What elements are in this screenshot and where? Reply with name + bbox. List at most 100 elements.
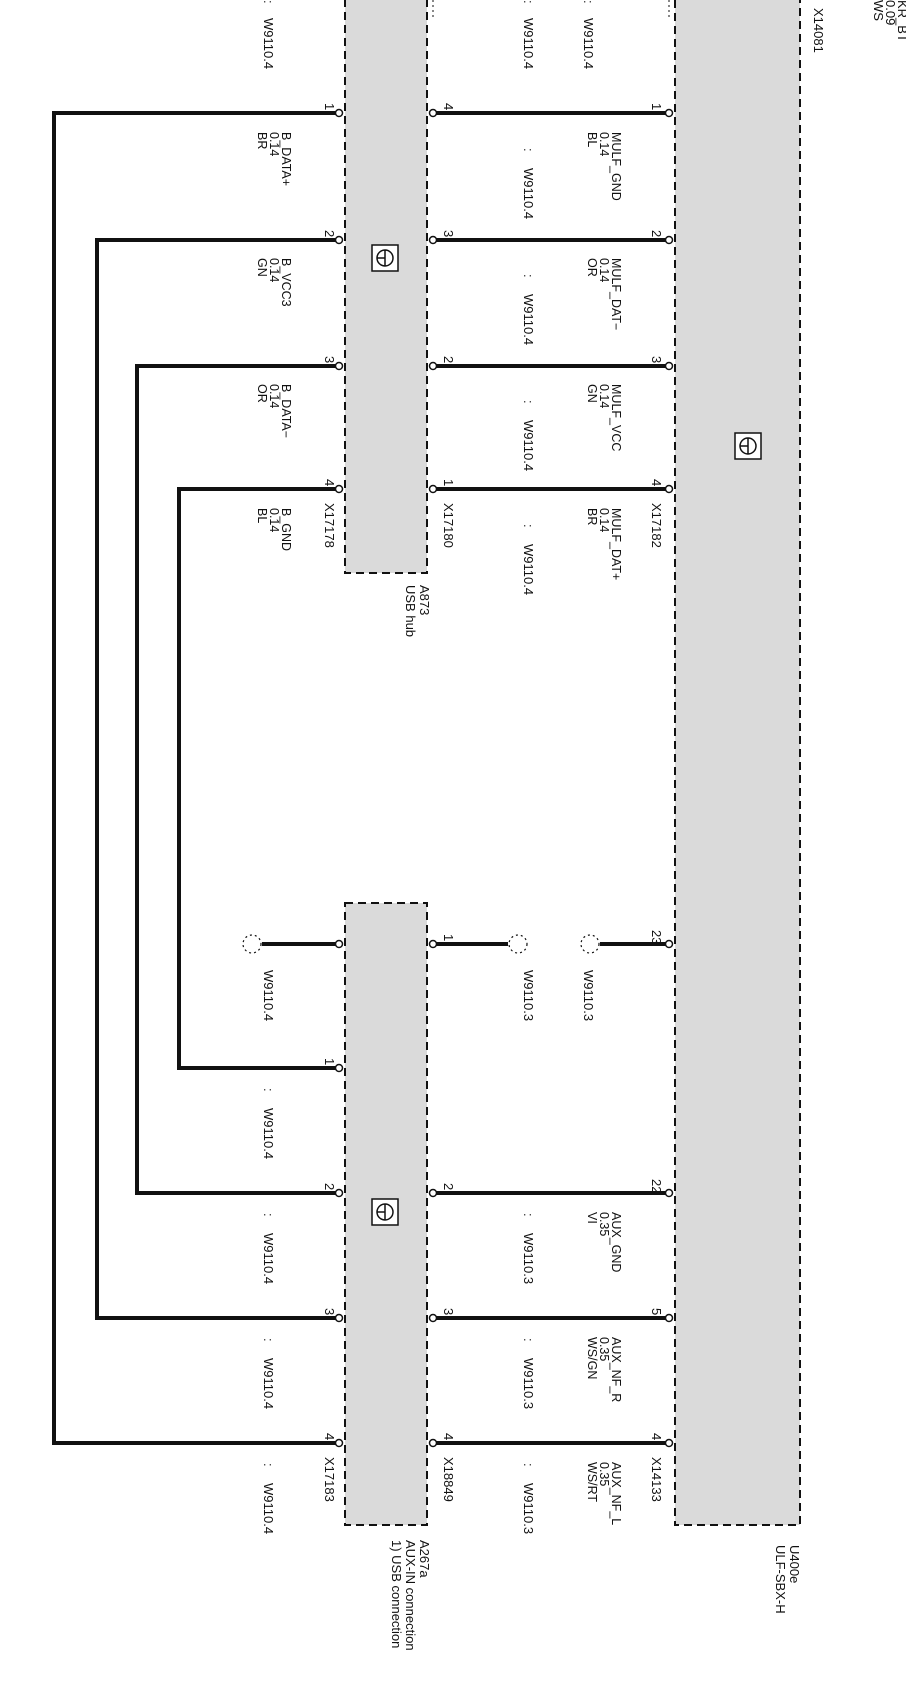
- harness-id: W9110.4: [261, 1108, 276, 1159]
- pin-number: 4: [649, 479, 664, 486]
- pin-number: 4: [649, 1433, 664, 1440]
- wire-name: B_GND: [279, 508, 293, 551]
- connector-x17178: X17178: [322, 503, 337, 548]
- harness-sep: :: [521, 0, 536, 4]
- device-id-a873: A873: [417, 585, 432, 615]
- pin-number: 22: [649, 1179, 664, 1193]
- harness-id: W9110.4: [261, 18, 276, 69]
- harness-sep: :: [521, 1463, 536, 1467]
- wire-color: BR: [255, 132, 269, 149]
- harness-id: W9110.4: [581, 18, 596, 69]
- device-id-u400e: U400e: [787, 1545, 802, 1583]
- harness-id: W9110.4: [261, 970, 276, 1021]
- wire-color: BR: [585, 508, 599, 525]
- aux-wire-labels: AUX_GND 0.35 VI AUX_NF_R 0.35 WS/GN AUX_…: [585, 1212, 623, 1525]
- pin-number: 3: [441, 1308, 456, 1315]
- a873-box[interactable]: [344, 0, 428, 574]
- pin-number: 1: [322, 1058, 337, 1065]
- harness-sep: :: [521, 400, 536, 404]
- device-name-a873: USB hub: [403, 585, 418, 637]
- wire-size: 0.14: [267, 132, 281, 156]
- harness-id: W9110.3: [521, 1358, 536, 1409]
- wire-b-data-minus[interactable]: [135, 364, 339, 1195]
- harness-id: W9110.4: [261, 1358, 276, 1409]
- pin-number: 2: [441, 1183, 456, 1190]
- harness-id: W9110.4: [521, 420, 536, 471]
- connector-x14133: X14133: [649, 1457, 664, 1502]
- wire-name: B_DATA−: [279, 384, 293, 438]
- fragment-line: WS: [871, 0, 886, 21]
- harness-sep: :: [261, 1213, 276, 1217]
- harness-id: W9110.3: [521, 970, 536, 1021]
- harness-labels: W9110.4 : W9110.4 : W9110.4 : W9110.4 : …: [261, 0, 596, 1534]
- wire-size: 0.14: [597, 508, 611, 532]
- wire-b-vcc3[interactable]: [95, 238, 339, 1320]
- harness-sep: :: [261, 1088, 276, 1092]
- wire-name: MULF_VCC: [609, 384, 623, 451]
- pin-number: 2: [649, 230, 664, 237]
- connector-x14081: X14081: [811, 8, 826, 53]
- fragment-line: KR_BT: [895, 0, 906, 42]
- pin-number: 3: [441, 230, 456, 237]
- connector-x17182: X17182: [649, 503, 664, 548]
- connector-x18849: X18849: [441, 1457, 456, 1502]
- pin-number: 2: [441, 356, 456, 363]
- wire-size: 0.35: [597, 1337, 611, 1361]
- wire-name: MULF_DAT+: [609, 508, 623, 580]
- wire-color: VI: [585, 1212, 599, 1224]
- wire-b-data-plus[interactable]: [52, 111, 339, 1445]
- aux-wires: [262, 942, 669, 1445]
- harness-id: W9110.4: [521, 544, 536, 595]
- wire-name: MULF_GND: [609, 132, 623, 201]
- u400e-box[interactable]: [674, 0, 801, 1526]
- top-fragment: KR_BT 0.09 WS: [871, 0, 906, 42]
- harness-id: W9110.4: [521, 18, 536, 69]
- wire-color: GN: [255, 258, 269, 277]
- wire-name: B_VCC3: [279, 258, 293, 307]
- open-end-marker: [508, 934, 528, 954]
- harness-sep: :: [261, 1338, 276, 1342]
- pin-number: 4: [441, 103, 456, 110]
- wire-size: 0.14: [267, 258, 281, 282]
- wire-size: 0.14: [267, 384, 281, 408]
- harness-id: W9110.4: [261, 1233, 276, 1284]
- wire-color: BL: [255, 508, 269, 523]
- wire-name: AUX_GND: [609, 1212, 623, 1272]
- pin-number: 1: [322, 103, 337, 110]
- wire-color: BL: [585, 132, 599, 147]
- fragment-line: 0.09: [883, 0, 898, 25]
- shield-icon: [734, 432, 762, 460]
- pin-number: 23: [649, 930, 664, 944]
- pin-number: 3: [322, 1308, 337, 1315]
- pin-number: 4: [322, 479, 337, 486]
- bus-wires: [52, 111, 339, 1445]
- harness-id: W9110.3: [521, 1483, 536, 1534]
- pin-number: 3: [649, 356, 664, 363]
- hub-wire-labels: B_DATA+ 0.14 BR B_VCC3 0.14 GN B_DATA− 0…: [255, 132, 293, 551]
- upper-wires: [433, 111, 669, 491]
- harness-sep: :: [521, 1213, 536, 1217]
- wire-size: 0.14: [267, 508, 281, 532]
- harness-id: W9110.4: [261, 1483, 276, 1534]
- pin-markers: [334, 108, 674, 1448]
- pin-number: 2: [322, 1183, 337, 1190]
- wire-size: 0.14: [597, 258, 611, 282]
- pin-number: 5: [649, 1308, 664, 1315]
- harness-id: W9110.3: [521, 1233, 536, 1284]
- wire-color: WS/RT: [585, 1462, 599, 1502]
- harness-sep: :: [581, 0, 596, 4]
- harness-sep: :: [521, 148, 536, 152]
- wire-color: OR: [255, 384, 269, 403]
- pin-number: 1: [649, 103, 664, 110]
- device-note-a267a: 1) USB connection: [389, 1540, 404, 1648]
- wire-name: AUX_NF_R: [609, 1337, 623, 1402]
- device-name-u400e: ULF-SBX-H: [773, 1545, 788, 1614]
- connector-x17183: X17183: [322, 1457, 337, 1502]
- device-labels: U400e ULF-SBX-H A873 USB hub A267a AUX-I…: [389, 585, 802, 1651]
- harness-sep: :: [521, 524, 536, 528]
- pin-number: 4: [441, 1433, 456, 1440]
- shield-icon: [371, 1198, 399, 1226]
- wire-b-gnd[interactable]: [177, 487, 339, 1070]
- harness-sep: :: [261, 0, 276, 4]
